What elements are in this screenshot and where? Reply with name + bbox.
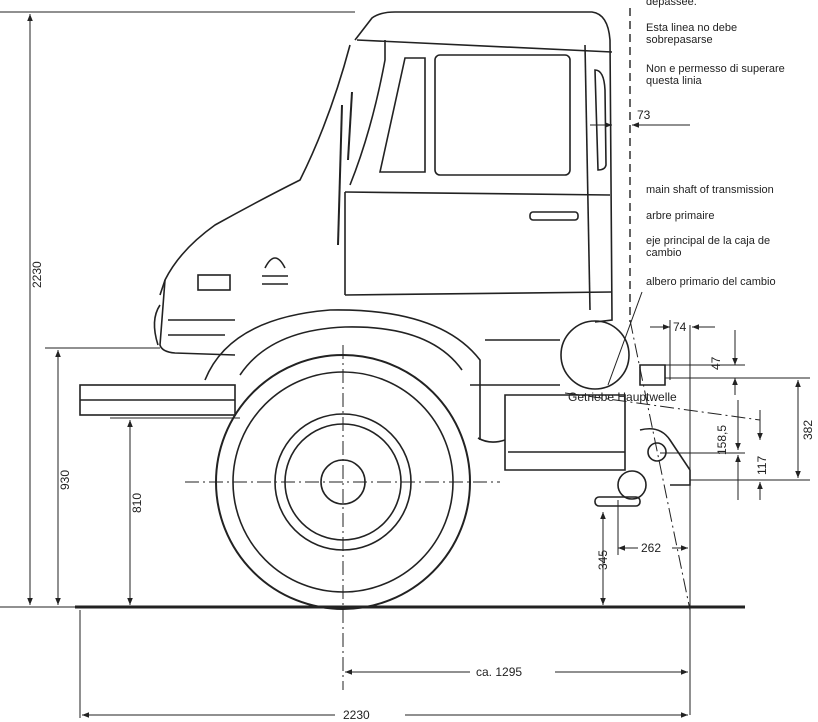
dimension-lines [0,11,810,718]
shaft-centreline [564,392,761,421]
output-shaft [647,442,667,462]
door-handle [529,211,579,221]
cab-outline [354,11,613,323]
fuel-tank [560,320,630,390]
dim-total-length: 2230 [343,708,370,722]
leader-shaft [607,291,643,386]
door-quarter-window [379,57,426,173]
gearbox-housing [504,394,626,471]
hood-line [159,44,351,296]
frame-cross-members [470,339,560,386]
dim-47: 47 [709,356,723,370]
tow-hitch [617,470,647,500]
dim-total-height: 2230 [30,261,44,288]
note-shaft-es: eje principal de la caja de cambio [646,235,771,259]
dim-382: 382 [801,420,815,440]
note-limit-it: Non e permesso di superare questa linia [646,63,785,87]
front-face [159,279,236,356]
door-belt-line [344,191,611,196]
dim-117: 117 [755,456,769,475]
wiper [347,91,353,161]
dim-158-5: 158,5 [715,425,729,455]
note-limit-partial: dépassée. [646,0,697,8]
dim-345: 345 [596,550,610,570]
centre-lines [185,319,761,690]
headlight [197,274,231,291]
dim-cab-offset: 73 [637,108,651,122]
tow-bracket [639,427,691,486]
dim-frame-height: 930 [58,470,72,490]
dim-1295: ca. 1295 [476,665,522,679]
fender-outer [204,309,481,440]
fender-inner [239,326,463,376]
rear-reference-line [629,319,691,611]
label-shaft-de: Getriebe Hauptwelle [568,390,677,404]
dim-wheel-center-height: 810 [130,493,144,513]
dim-shaft-offset: 74 [673,320,687,334]
windshield-edge [349,40,386,186]
shaft-flange [639,364,666,386]
note-shaft-fr: arbre primaire [646,210,715,222]
door-bottom-line [344,291,613,296]
note-shaft-en: main shaft of transmission [646,184,774,196]
cab-roof-line [356,39,613,53]
door-rear-edge [584,44,591,311]
brake-line [477,437,506,443]
mirror [594,69,607,171]
dim-262: 262 [641,541,661,555]
note-shaft-it: albero primario del cambio [646,276,776,288]
mirror-arm [337,104,343,246]
note-limit-es: Esta linea no debe sobrepasarse [646,22,738,46]
vehicle-outline [75,11,745,610]
air-intake [262,257,288,285]
side-window [434,54,571,176]
bumper-end [153,304,161,346]
grille-lines [168,319,235,336]
